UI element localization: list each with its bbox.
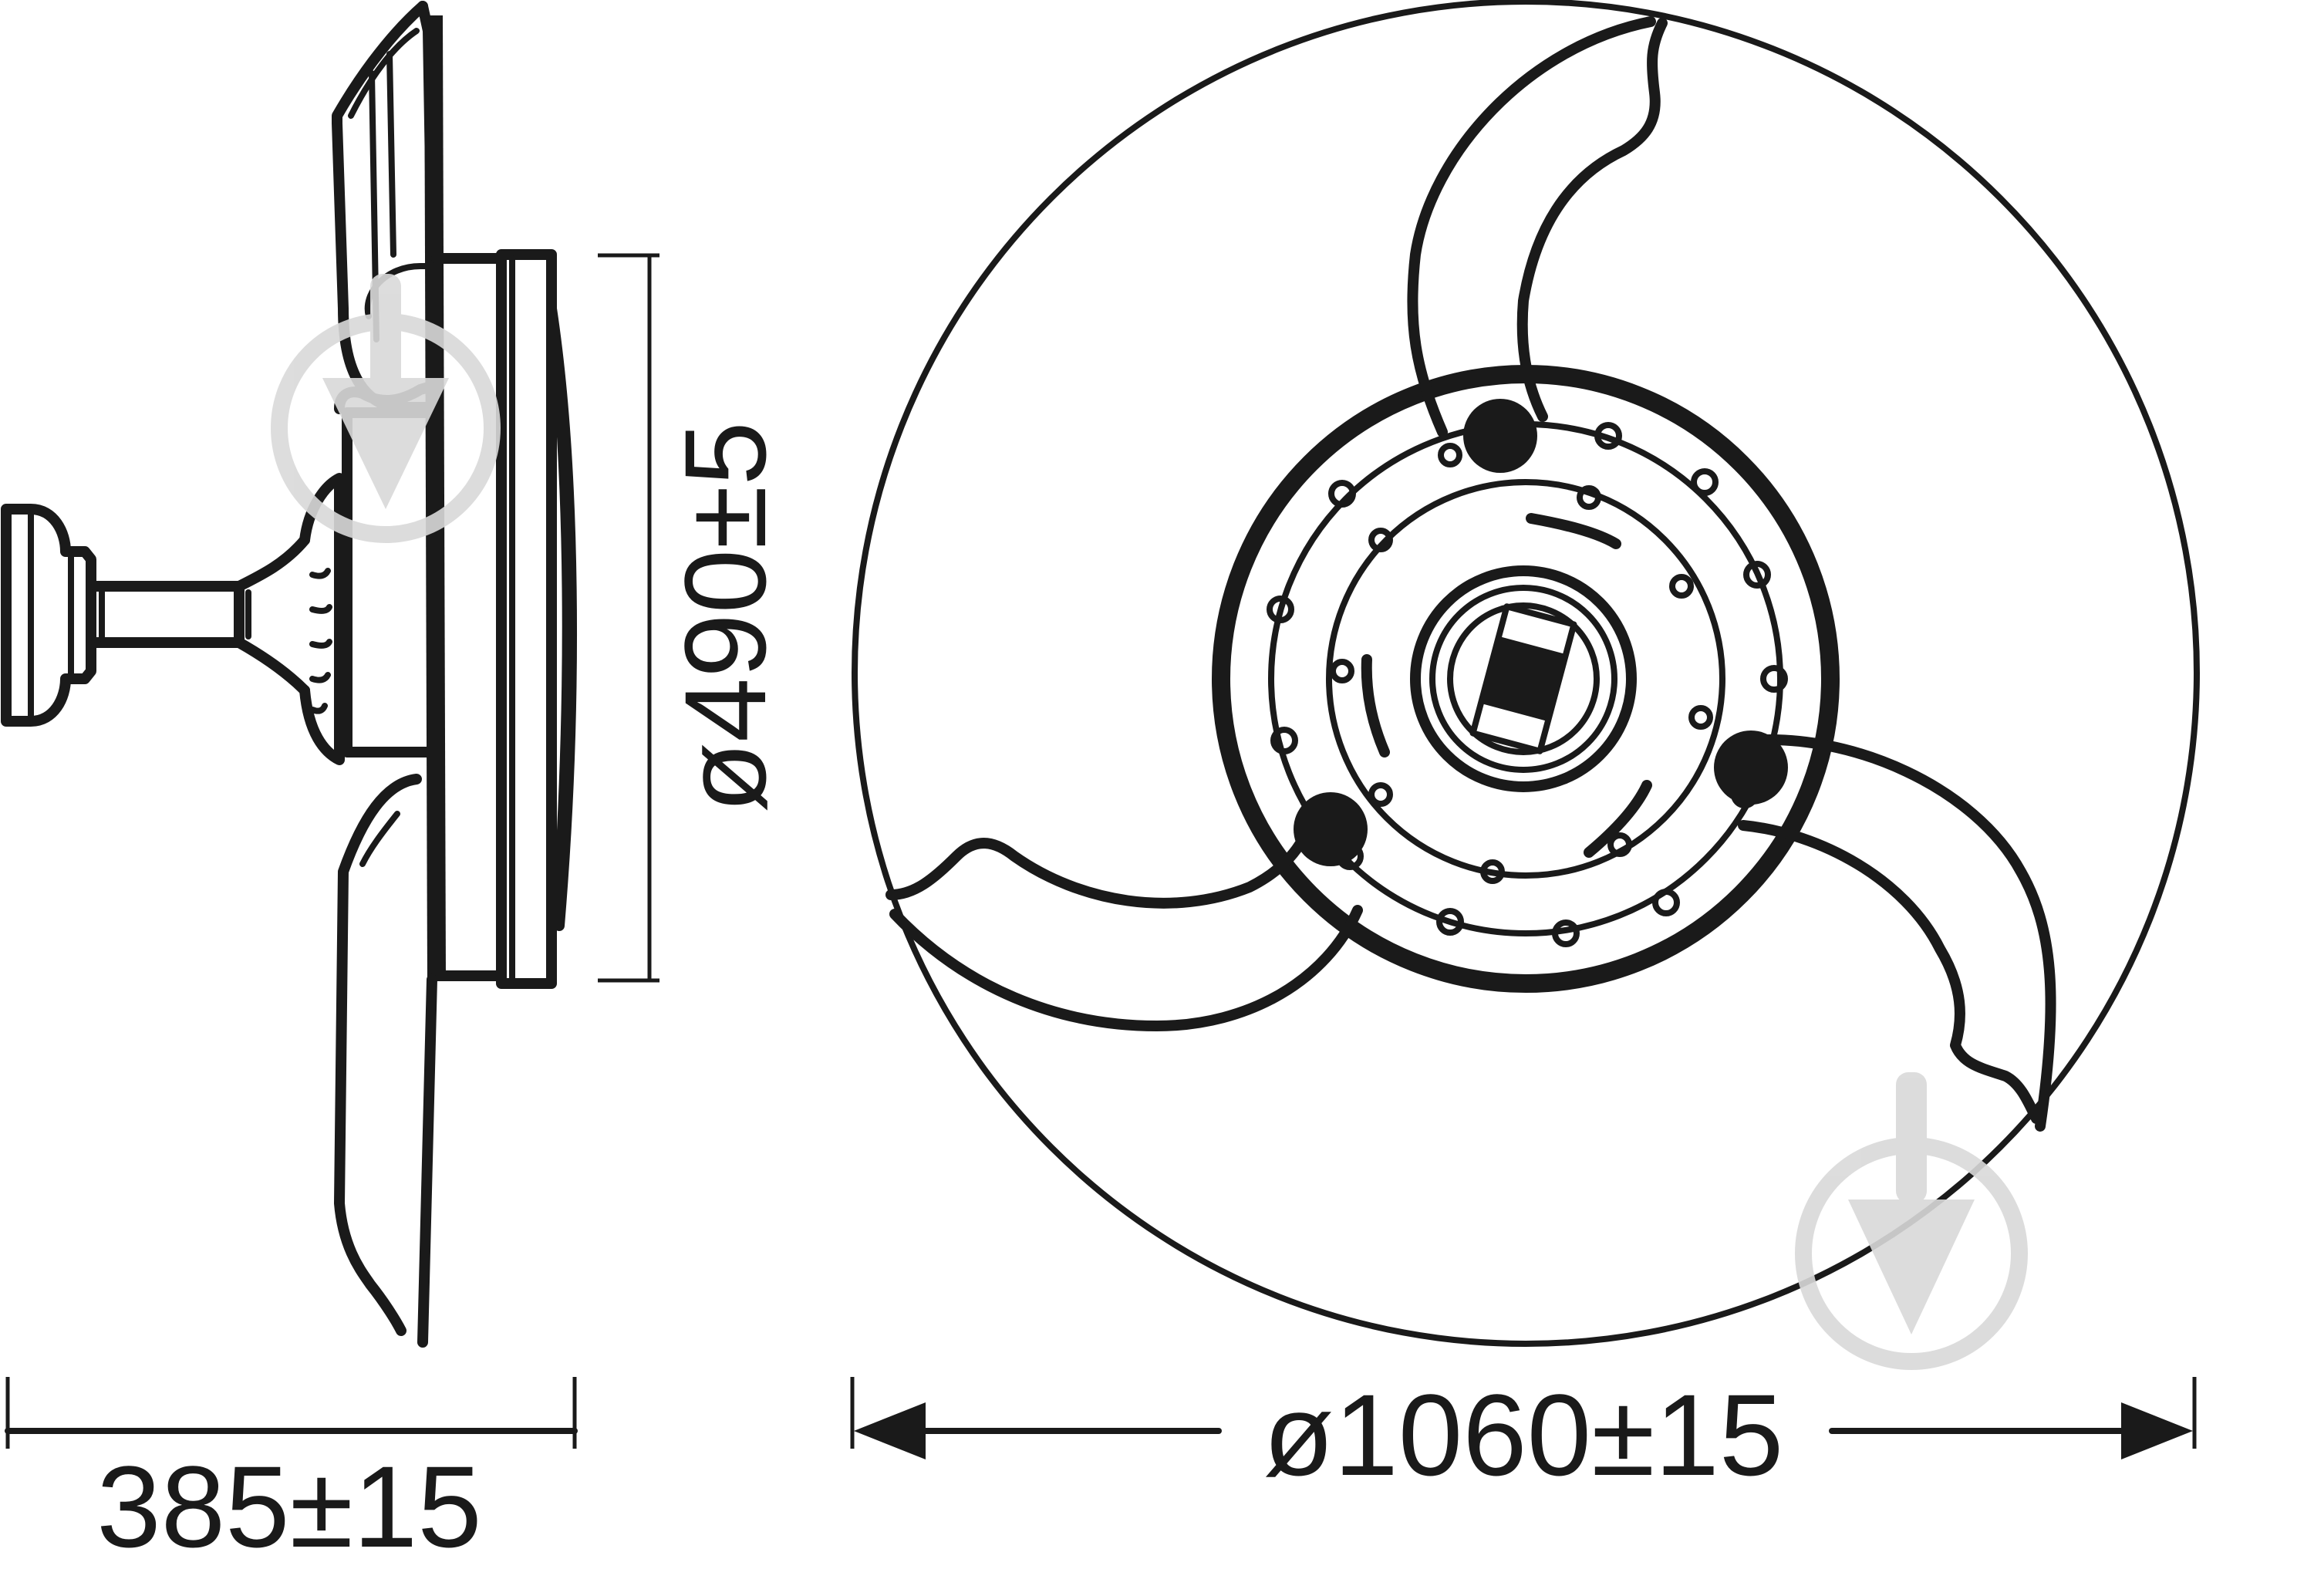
download-arrow-circle-icon [1795,1072,2028,1370]
hub-slot [1584,780,1652,858]
blade-bolt [1294,792,1368,866]
dimension-label-height: 385±15 [96,1442,481,1571]
blade-left [885,792,1368,1031]
dimension-light-diameter: ø490±5 [598,253,790,983]
arrow-right-icon [2121,1402,2193,1459]
download-arrow-circle-icon [271,274,501,543]
dimension-label-overall-diameter: ø1060±15 [1263,1370,1784,1500]
dimension-label-light-diameter: ø490±5 [660,421,790,813]
blade-bolt [1714,731,1788,805]
side-view [1,1,577,1348]
hub-center [1410,565,1637,792]
hub-slot [1361,654,1390,758]
light-panel-side [431,249,577,989]
dimension-height: 385±15 [5,1377,578,1571]
hub-slot [1526,513,1621,549]
ceiling-mount [1,473,345,765]
fan-sweep-circle [852,0,2200,1347]
top-view [852,0,2200,1347]
dimension-overall-diameter: ø1060±15 [850,1370,2197,1500]
lower-blade [334,774,437,1348]
arrow-left-icon [854,1402,926,1459]
blade-bolt [1463,399,1537,473]
blade-top [1407,16,1668,473]
blade-right [1714,731,2056,1132]
